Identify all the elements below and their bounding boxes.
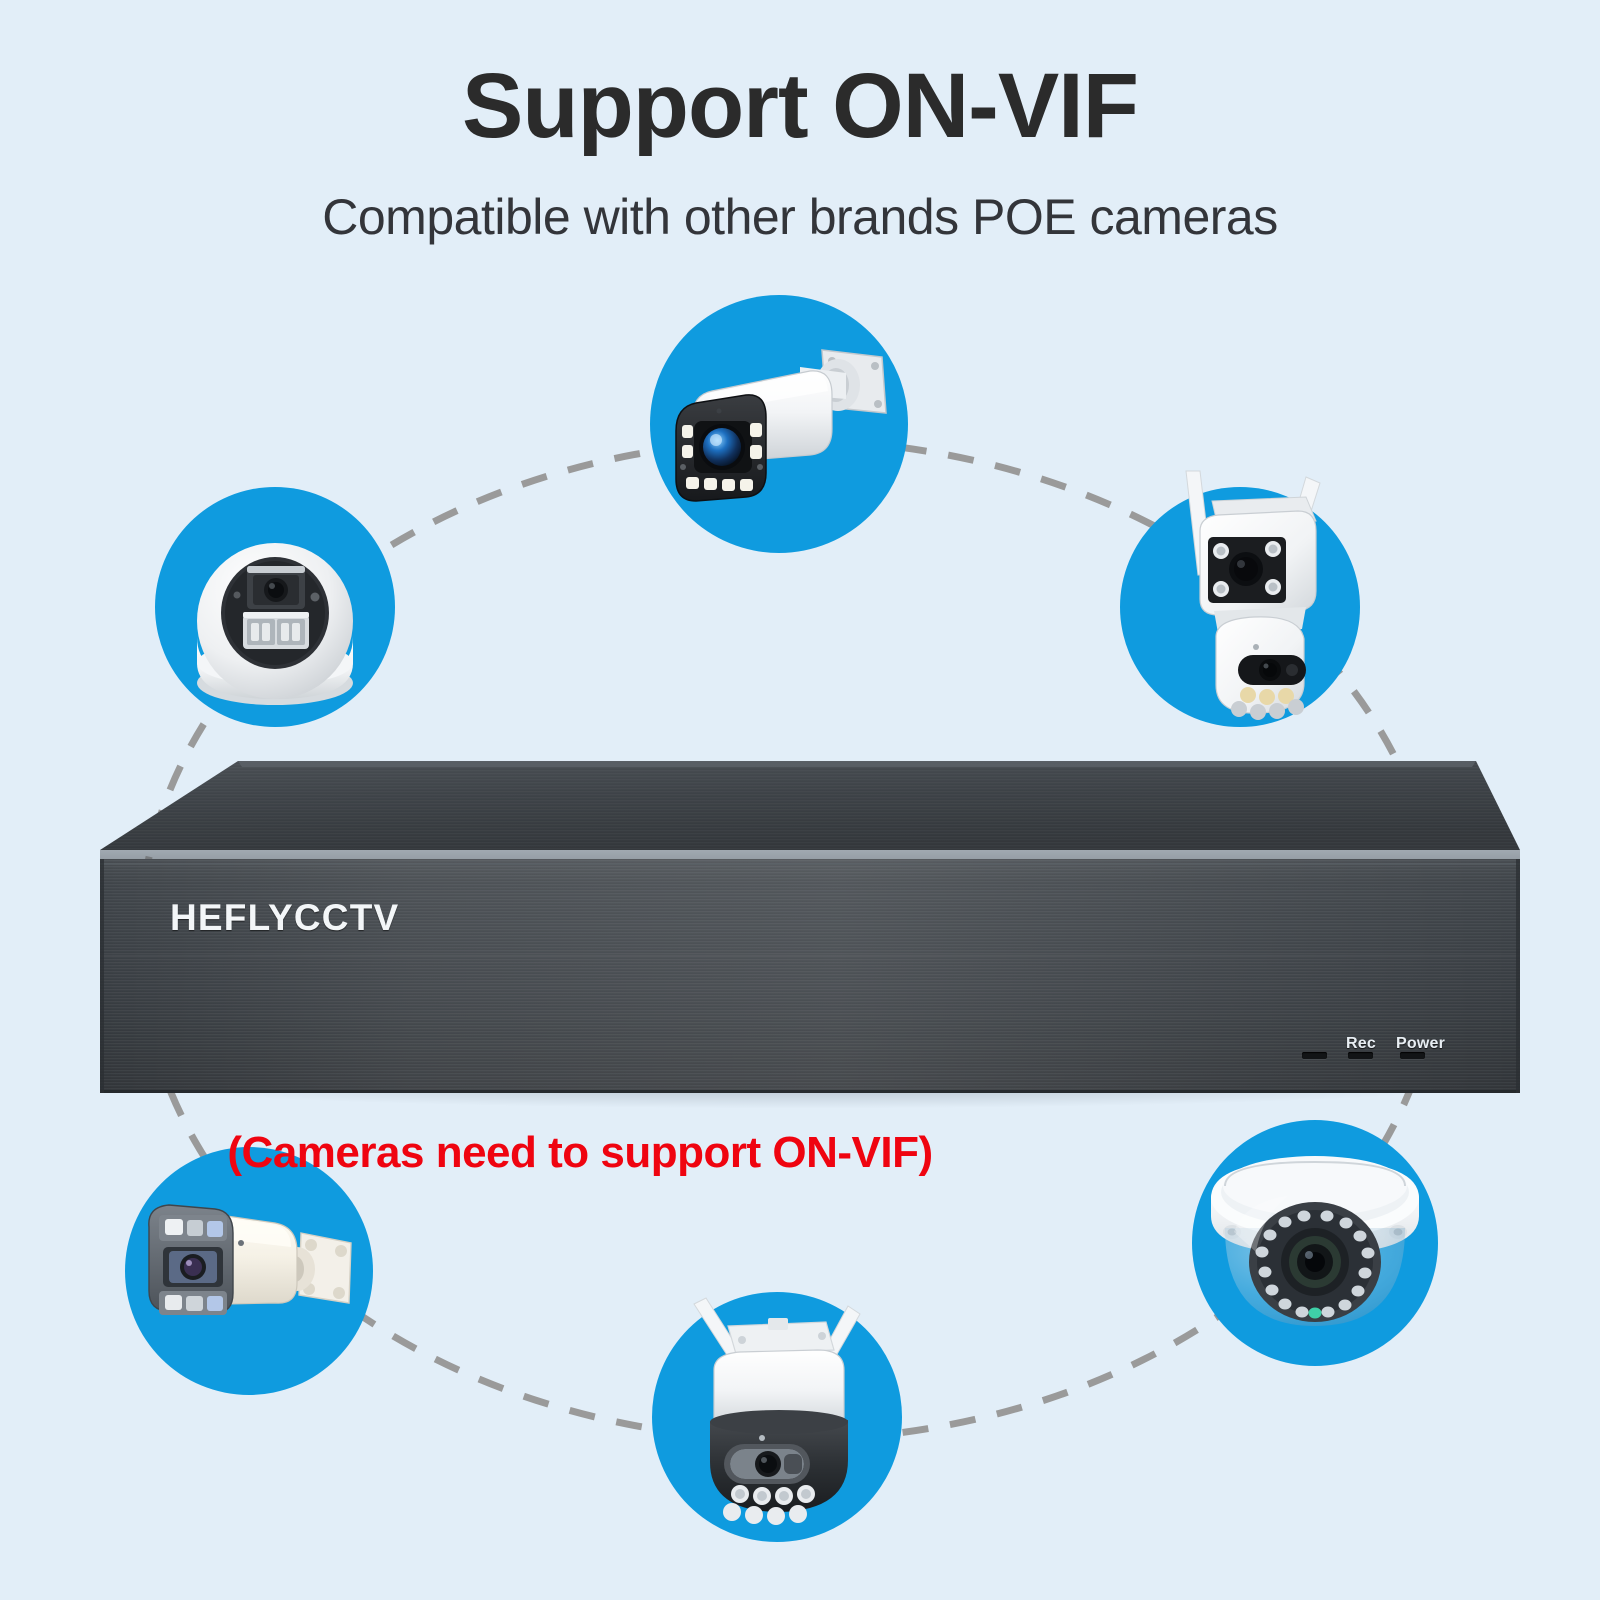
nvr-brand-logo: HEFLYCCTV bbox=[170, 897, 400, 938]
nvr-recorder[interactable] bbox=[80, 755, 1520, 1105]
dual-lens-ptz-camera-icon bbox=[1185, 470, 1321, 720]
camera-bubble-bottom-left-bullet[interactable] bbox=[125, 1147, 373, 1395]
power-led-slot bbox=[1400, 1052, 1425, 1059]
page-subtitle: Compatible with other brands POE cameras bbox=[322, 189, 1278, 245]
rec-led-slot bbox=[1348, 1052, 1373, 1059]
onvif-requirement-note: (Cameras need to support ON-VIF) bbox=[227, 1128, 933, 1177]
bullet-camera-top-icon bbox=[675, 349, 887, 502]
rec-led-label: Rec bbox=[1346, 1035, 1376, 1052]
camera-bubble-bottom-right-dome[interactable] bbox=[1192, 1120, 1438, 1366]
ptz-dome-camera-icon bbox=[693, 1297, 861, 1525]
camera-bubble-bottom-ptz[interactable] bbox=[652, 1292, 902, 1542]
power-led-label: Power bbox=[1396, 1035, 1446, 1052]
page-title: Support ON-VIF bbox=[462, 55, 1139, 157]
status-led-slot bbox=[1302, 1052, 1327, 1059]
vandal-dome-camera-icon bbox=[1211, 1156, 1419, 1326]
mini-bullet-camera-icon bbox=[148, 1204, 352, 1315]
camera-bubble-left-turret[interactable] bbox=[155, 487, 395, 727]
camera-bubble-top-bullet[interactable] bbox=[650, 295, 908, 553]
camera-bubble-right-dual-ptz[interactable] bbox=[1120, 470, 1360, 727]
turret-dome-camera-icon bbox=[197, 543, 353, 705]
